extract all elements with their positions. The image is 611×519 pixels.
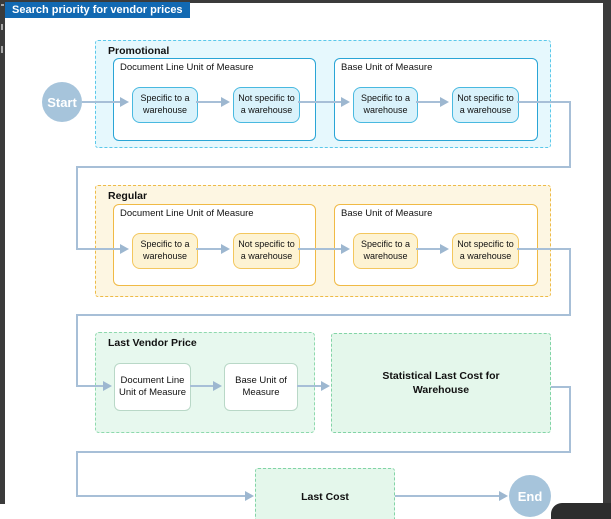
connector-segment	[416, 101, 440, 103]
section-regular-label: Regular	[108, 190, 148, 202]
node-promo-doc-not-specific: Not specific to a warehouse	[233, 87, 300, 123]
connector-segment	[76, 314, 78, 386]
section-promotional-label: Promotional	[108, 45, 170, 57]
section-last-vendor-price-label: Last Vendor Price	[108, 337, 197, 349]
connector-segment	[569, 249, 571, 315]
window-border-left	[0, 0, 5, 504]
group-promo-document-line-uom: Document Line Unit of Measure Specific t…	[113, 58, 316, 141]
node-regular-doc-not-specific: Not specific to a warehouse	[233, 233, 300, 269]
connector-segment	[551, 386, 571, 388]
node-regular-base-not-specific: Not specific to a warehouse	[452, 233, 519, 269]
connector-segment	[517, 248, 571, 250]
group-label: Base Unit of Measure	[341, 208, 433, 219]
connector-segment	[82, 101, 120, 103]
arrowhead-icon	[213, 381, 222, 391]
group-regular-document-line-uom: Document Line Unit of Measure Specific t…	[113, 204, 316, 286]
node-promo-doc-specific: Specific to a warehouse	[132, 87, 198, 123]
connector-segment	[76, 314, 571, 316]
edge-glyph-icon	[1, 24, 3, 30]
group-promo-base-uom: Base Unit of Measure Specific to a wareh…	[334, 58, 538, 141]
overlay-window-corner	[551, 503, 611, 519]
node-last-cost: Last Cost	[255, 468, 395, 519]
group-label: Document Line Unit of Measure	[120, 62, 254, 73]
arrowhead-icon	[341, 244, 350, 254]
connector-segment	[298, 248, 341, 250]
window-border-right	[603, 0, 611, 519]
connector-segment	[76, 495, 245, 497]
arrowhead-icon	[245, 491, 254, 501]
arrowhead-icon	[221, 244, 230, 254]
connector-segment	[76, 385, 103, 387]
section-promotional: Promotional Document Line Unit of Measur…	[95, 40, 551, 148]
group-label: Document Line Unit of Measure	[120, 208, 254, 219]
connector-segment	[196, 101, 221, 103]
connector-segment	[76, 248, 120, 250]
connector-segment	[76, 451, 78, 496]
group-label: Base Unit of Measure	[341, 62, 433, 73]
page-title: Search priority for vendor prices	[5, 2, 190, 18]
window-border-top	[0, 0, 611, 3]
connector-segment	[76, 166, 78, 249]
arrowhead-icon	[440, 97, 449, 107]
edge-glyph-icon	[1, 46, 3, 53]
connector-segment	[416, 248, 440, 250]
connector-segment	[517, 101, 571, 103]
start-node: Start	[42, 82, 82, 122]
connector-segment	[76, 451, 571, 453]
arrowhead-icon	[499, 491, 508, 501]
node-lvp-document-line-uom: Document Line Unit of Measure	[114, 363, 191, 411]
arrowhead-icon	[341, 97, 350, 107]
connector-segment	[196, 248, 221, 250]
node-regular-base-specific: Specific to a warehouse	[353, 233, 418, 269]
end-node: End	[509, 475, 551, 517]
arrowhead-icon	[440, 244, 449, 254]
connector-segment	[76, 166, 571, 168]
section-last-vendor-price: Last Vendor Price Document Line Unit of …	[95, 332, 315, 433]
connector-segment	[190, 385, 213, 387]
connector-segment	[395, 495, 499, 497]
arrowhead-icon	[120, 97, 129, 107]
node-statistical-last-cost-label: Statistical Last Cost for Warehouse	[382, 369, 500, 396]
arrowhead-icon	[103, 381, 112, 391]
connector-segment	[569, 387, 571, 452]
connector-segment	[298, 101, 341, 103]
group-regular-base-uom: Base Unit of Measure Specific to a wareh…	[334, 204, 538, 286]
node-last-cost-label: Last Cost	[301, 490, 349, 503]
arrowhead-icon	[321, 381, 330, 391]
node-promo-base-not-specific: Not specific to a warehouse	[452, 87, 519, 123]
connector-segment	[569, 102, 571, 167]
edge-glyph-icon	[1, 4, 4, 6]
node-regular-doc-specific: Specific to a warehouse	[132, 233, 198, 269]
arrowhead-icon	[120, 244, 129, 254]
node-statistical-last-cost: Statistical Last Cost for Warehouse	[331, 333, 551, 433]
node-lvp-base-uom: Base Unit of Measure	[224, 363, 298, 411]
connector-segment	[297, 385, 321, 387]
section-regular: Regular Document Line Unit of Measure Sp…	[95, 185, 551, 297]
node-promo-base-specific: Specific to a warehouse	[353, 87, 418, 123]
arrowhead-icon	[221, 97, 230, 107]
